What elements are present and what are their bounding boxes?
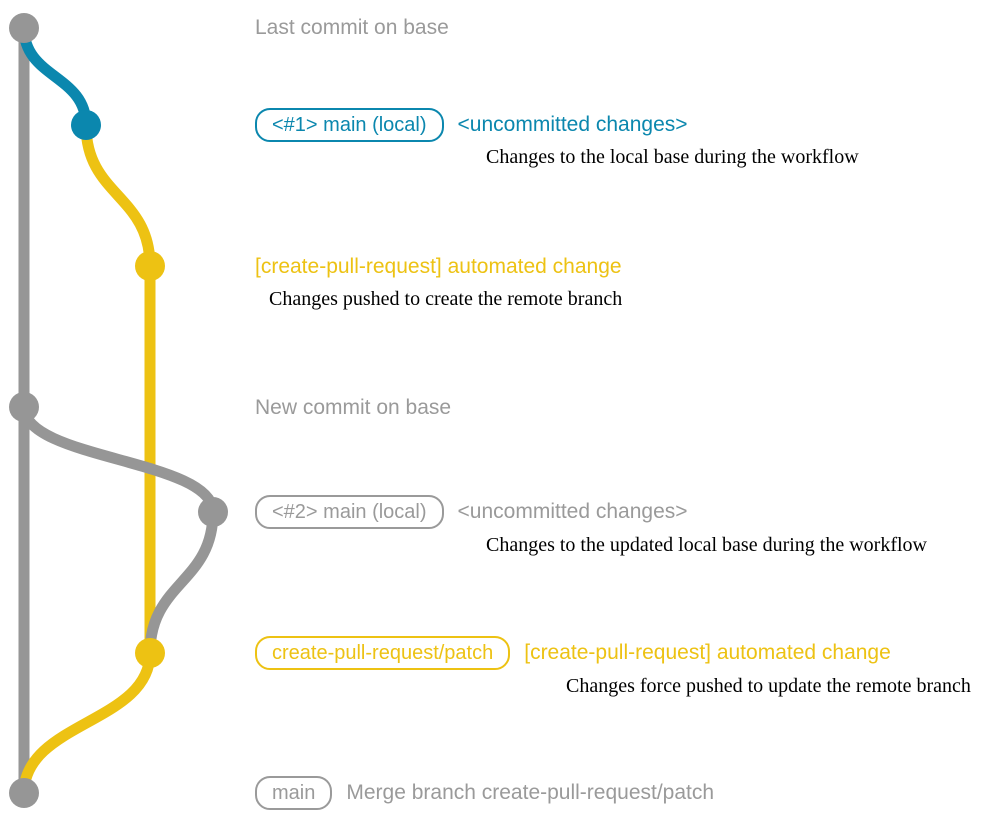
commit-description: Changes force pushed to update the remot… — [566, 675, 971, 697]
branch-line-main-local-2 — [18, 401, 219, 518]
commit-row-merge: main Merge branch create-pull-request/pa… — [255, 776, 714, 810]
commit-subject: Merge branch create-pull-request/patch — [346, 781, 715, 804]
branch-pill-main[interactable]: main — [255, 776, 333, 810]
commit-node-main-local-2[interactable] — [198, 497, 228, 527]
branch-pill-main-local-2[interactable]: <#2> main (local) — [255, 495, 444, 529]
commit-description: Changes to the local base during the wor… — [486, 146, 859, 168]
commit-row-main-local-2: <#2> main (local) <uncommitted changes> — [255, 495, 688, 529]
commit-description: Changes to the updated local base during… — [486, 534, 927, 556]
branch-line-remote-upper — [80, 119, 156, 272]
commit-node-last-base[interactable] — [9, 13, 39, 43]
commit-subject: <uncommitted changes> — [457, 500, 688, 523]
commit-subject: Last commit on base — [255, 16, 449, 39]
commit-node-new-base[interactable] — [9, 392, 39, 422]
commit-row-last-base: Last commit on base — [255, 11, 449, 45]
commit-subject: [create-pull-request] automated change — [524, 641, 891, 664]
branch-pill-main-local-1[interactable]: <#1> main (local) — [255, 108, 444, 142]
commit-row-automated-change-1: [create-pull-request] automated change — [255, 250, 622, 284]
commit-subject: <uncommitted changes> — [457, 113, 688, 136]
commit-node-automated-change-1[interactable] — [135, 251, 165, 281]
commit-description: Changes pushed to create the remote bran… — [269, 288, 623, 310]
commit-subject: New commit on base — [255, 396, 452, 419]
branch-line-main-local-1 — [18, 22, 92, 131]
commit-subject: [create-pull-request] automated change — [255, 255, 622, 278]
commit-row-main-local-1: <#1> main (local) <uncommitted changes> — [255, 108, 688, 142]
commit-row-automated-change-2: create-pull-request/patch [create-pull-r… — [255, 636, 891, 670]
commit-node-main-local-1[interactable] — [71, 110, 101, 140]
branch-pill-create-pull-request-patch[interactable]: create-pull-request/patch — [255, 636, 511, 670]
commit-row-new-base: New commit on base — [255, 391, 451, 425]
commit-node-automated-change-2[interactable] — [135, 638, 165, 668]
branch-line-base-to-patch — [144, 506, 219, 659]
commit-node-merge[interactable] — [9, 778, 39, 808]
branch-line-merge — [18, 647, 156, 799]
